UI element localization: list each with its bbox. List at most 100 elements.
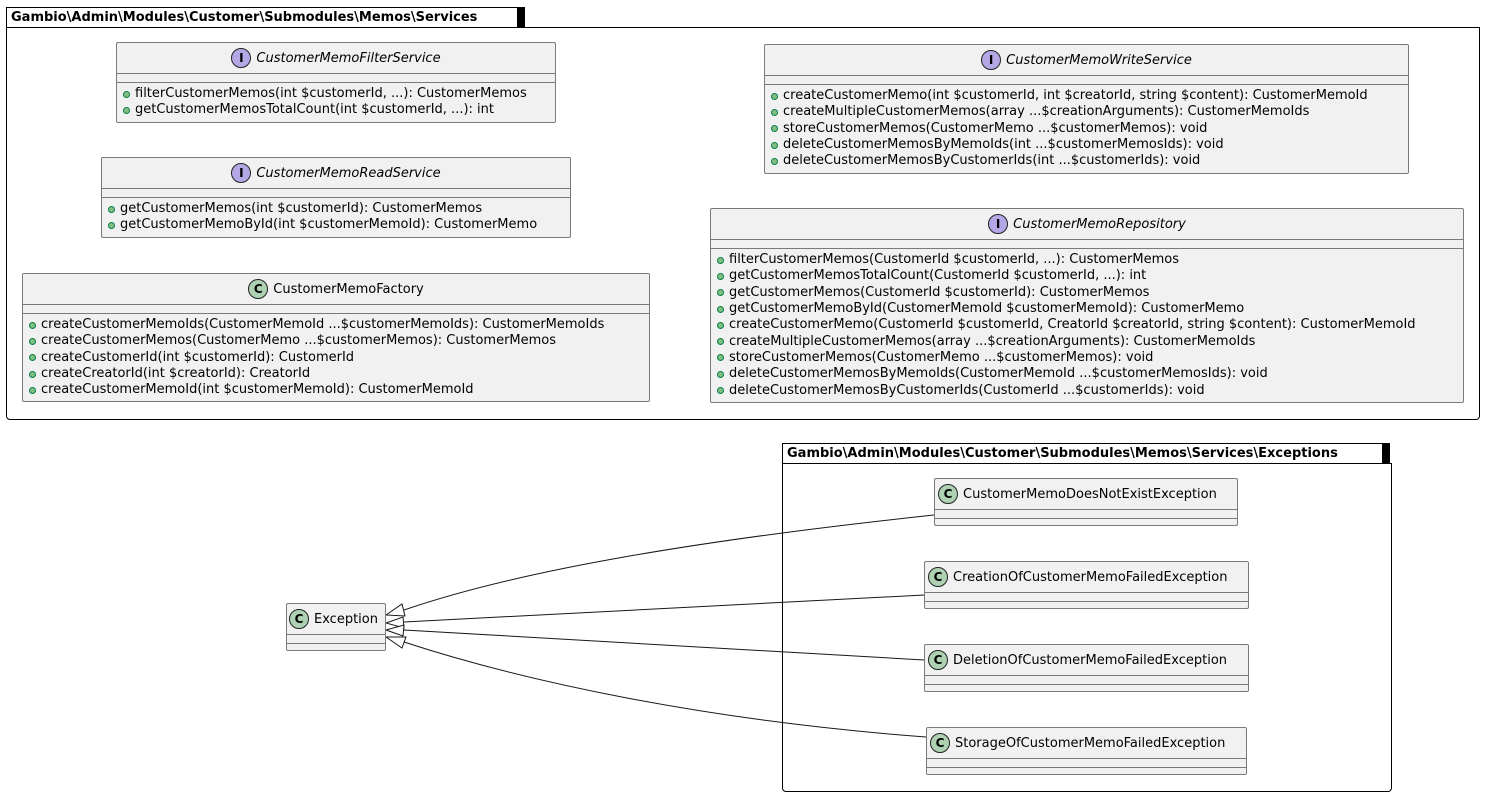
fields-compartment [23, 305, 649, 314]
public-method-icon [717, 370, 724, 378]
class-name: CustomerMemoReadService [256, 165, 441, 181]
class-header: C CustomerMemoDoesNotExistException [935, 479, 1237, 510]
method: storeCustomerMemos(CustomerMemo ...$cust… [711, 350, 1463, 366]
class-name: CustomerMemoFactory [273, 281, 424, 297]
method: getCustomerMemosTotalCount(int $customer… [117, 102, 555, 118]
class-name: Exception [314, 611, 378, 627]
class-header: C Exception [287, 604, 385, 635]
fields-compartment [102, 189, 570, 198]
method: createCustomerMemoIds(CustomerMemoId ...… [23, 317, 649, 333]
inheritance-edge-storage-failed [403, 641, 927, 738]
public-method-icon [771, 157, 778, 165]
public-method-icon [108, 205, 115, 213]
interface-icon: I [988, 214, 1009, 234]
methods-compartment: createCustomerMemoIds(CustomerMemoId ...… [23, 314, 649, 400]
fields-compartment [117, 74, 555, 83]
fields-compartment [765, 76, 1408, 85]
public-method-icon [29, 321, 36, 329]
method: deleteCustomerMemosByMemoIds(CustomerMem… [711, 366, 1463, 382]
public-method-icon [29, 386, 36, 394]
class-header: C CustomerMemoFactory [23, 274, 649, 305]
class-name: CustomerMemoFilterService [256, 50, 441, 66]
public-method-icon [771, 125, 778, 133]
public-method-icon [108, 221, 115, 229]
public-method-icon [717, 338, 724, 346]
method: getCustomerMemoById(CustomerMemoId $cust… [711, 301, 1463, 317]
public-method-icon [717, 256, 724, 264]
class-name: CustomerMemoDoesNotExistException [963, 486, 1217, 502]
method: filterCustomerMemos(int $customerId, ...… [117, 86, 555, 102]
storage-of-customer-memo-failed-exception-class: C StorageOfCustomerMemoFailedException [926, 727, 1247, 775]
public-method-icon [29, 370, 36, 378]
class-name: CreationOfCustomerMemoFailedException [953, 569, 1228, 585]
method: createCustomerMemo(CustomerId $customerI… [711, 317, 1463, 333]
public-method-icon [717, 321, 724, 329]
interface-icon: I [231, 163, 252, 183]
methods-compartment: filterCustomerMemos(int $customerId, ...… [117, 83, 555, 121]
method: deleteCustomerMemosByCustomerIds(Custome… [711, 382, 1463, 398]
fields-compartment [287, 635, 385, 644]
inheritance-arrowhead [384, 624, 405, 637]
public-method-icon [29, 337, 36, 345]
class-icon: C [289, 609, 309, 629]
class-icon: C [928, 650, 948, 670]
exception-class: C Exception [286, 603, 386, 651]
public-method-icon [717, 289, 724, 297]
methods-compartment: getCustomerMemos(int $customerId): Custo… [102, 198, 570, 236]
interface-icon: I [981, 50, 1002, 70]
exceptions-package [782, 463, 1392, 792]
inheritance-arrowhead [384, 636, 407, 649]
inheritance-arrowhead [384, 603, 406, 617]
methods-compartment: filterCustomerMemos(CustomerId $customer… [711, 249, 1463, 401]
public-method-icon [29, 354, 36, 362]
inheritance-edge-not-exist [403, 514, 935, 611]
class-header: I CustomerMemoFilterService [117, 43, 555, 74]
services-package-label: Gambio\Admin\Modules\Customer\Submodules… [6, 6, 525, 27]
public-method-icon [123, 106, 130, 114]
customer-memo-does-not-exist-exception-class: C CustomerMemoDoesNotExistException [934, 478, 1238, 526]
class-icon: C [930, 733, 950, 753]
exceptions-package-label: Gambio\Admin\Modules\Customer\Submodules… [782, 442, 1390, 463]
method: getCustomerMemos(int $customerId): Custo… [102, 201, 570, 217]
class-icon: C [248, 279, 269, 299]
class-header: I CustomerMemoReadService [102, 158, 570, 189]
method: createCustomerMemos(CustomerMemo ...$cus… [23, 333, 649, 349]
customer-memo-filter-service-interface: I CustomerMemoFilterService filterCustom… [116, 42, 556, 123]
method: createCustomerId(int $customerId): Custo… [23, 350, 649, 366]
class-name: CustomerMemoRepository [1013, 216, 1186, 232]
method: storeCustomerMemos(CustomerMemo ...$cust… [765, 121, 1408, 137]
method: filterCustomerMemos(CustomerId $customer… [711, 252, 1463, 268]
deletion-of-customer-memo-failed-exception-class: C DeletionOfCustomerMemoFailedException [924, 644, 1249, 692]
class-header: I CustomerMemoRepository [711, 209, 1463, 240]
method: deleteCustomerMemosByCustomerIds(int ...… [765, 153, 1408, 169]
customer-memo-read-service-interface: I CustomerMemoReadService getCustomerMem… [101, 157, 571, 238]
methods-compartment: createCustomerMemo(int $customerId, int … [765, 85, 1408, 171]
class-header: I CustomerMemoWriteService [765, 45, 1408, 76]
customer-memo-repository-interface: I CustomerMemoRepository filterCustomerM… [710, 208, 1464, 403]
method: createCreatorId(int $creatorId): Creator… [23, 366, 649, 382]
class-header: C StorageOfCustomerMemoFailedException [927, 728, 1246, 759]
public-method-icon [717, 272, 724, 280]
inheritance-edge-deletion-failed [403, 629, 925, 661]
method: createCustomerMemoId(int $customerMemoId… [23, 382, 649, 398]
public-method-icon [717, 305, 724, 313]
class-header: C DeletionOfCustomerMemoFailedException [925, 645, 1248, 676]
fields-compartment [935, 510, 1237, 519]
class-name: CustomerMemoWriteService [1006, 52, 1192, 68]
method: getCustomerMemosTotalCount(CustomerId $c… [711, 268, 1463, 284]
interface-icon: I [231, 48, 252, 68]
public-method-icon [717, 387, 724, 395]
method: createMultipleCustomerMemos(array ...$cr… [765, 104, 1408, 120]
creation-of-customer-memo-failed-exception-class: C CreationOfCustomerMemoFailedException [924, 561, 1249, 609]
inheritance-edge-creation-failed [403, 594, 925, 623]
public-method-icon [771, 141, 778, 149]
class-icon: C [938, 484, 958, 504]
services-package [6, 27, 1480, 420]
fields-compartment [927, 759, 1246, 768]
class-name: StorageOfCustomerMemoFailedException [955, 735, 1226, 751]
public-method-icon [717, 354, 724, 362]
class-header: C CreationOfCustomerMemoFailedException [925, 562, 1248, 593]
fields-compartment [925, 593, 1248, 602]
method: deleteCustomerMemosByMemoIds(int ...$cus… [765, 137, 1408, 153]
